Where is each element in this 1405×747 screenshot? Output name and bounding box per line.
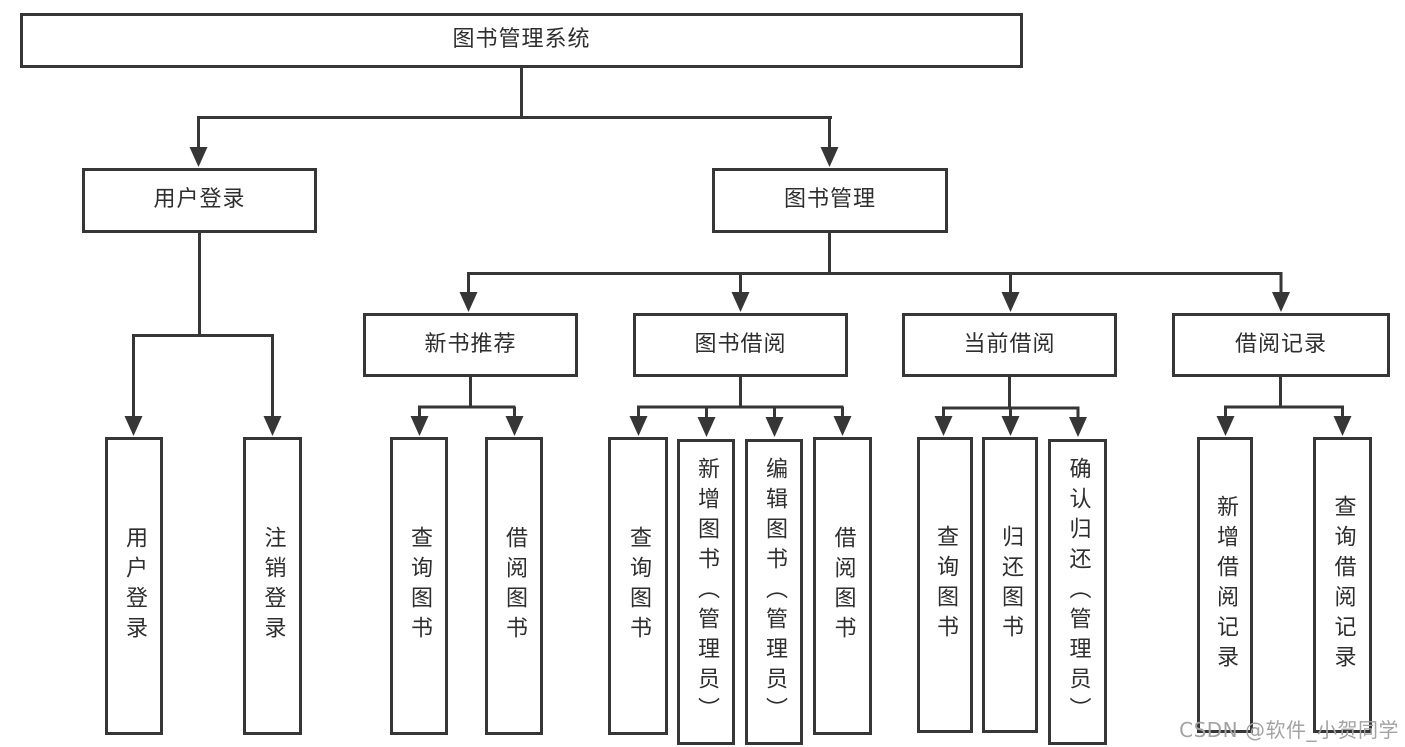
connector-borrow-records-children [1216, 377, 1352, 436]
node-book-borrow: 图书借阅 [633, 313, 848, 377]
connector-book-borrow-children [629, 377, 852, 437]
leaf-borrow-books-1-label: 借阅图书 [502, 526, 527, 646]
leaf-user-login-label: 用户登录 [122, 526, 147, 646]
node-root-label: 图书管理系统 [452, 27, 591, 53]
node-user-login-label: 用户登录 [153, 187, 246, 213]
leaf-logout: 注销登录 [243, 437, 302, 735]
node-borrow-records-label: 借阅记录 [1234, 331, 1327, 357]
node-current-borrow-label: 当前借阅 [963, 331, 1056, 357]
node-book-management: 图书管理 [712, 168, 948, 233]
leaf-query-borrow-record: 查询借阅记录 [1313, 437, 1372, 733]
connector-current-borrow-children [934, 377, 1087, 437]
leaf-add-borrow-record: 新增借阅记录 [1197, 437, 1253, 733]
leaf-return-books-label: 归还图书 [998, 525, 1023, 645]
leaf-edit-book-admin: 编辑图书（管理员） [745, 439, 803, 745]
leaf-query-borrow-record-label: 查询借阅记录 [1330, 495, 1356, 675]
connector-user-login-children [124, 233, 282, 436]
leaf-confirm-return-admin: 确认归还（管理员） [1048, 439, 1107, 745]
leaf-edit-book-admin-label: 编辑图书（管理员） [762, 457, 787, 727]
leaf-add-book-admin-label: 新增图书（管理员） [694, 457, 719, 727]
leaf-query-books-2-label: 查询图书 [626, 526, 651, 646]
connector-book-management-children [459, 233, 1290, 312]
leaf-add-borrow-record-label: 新增借阅记录 [1213, 495, 1238, 675]
node-current-borrow: 当前借阅 [902, 313, 1117, 377]
leaf-query-books-1-label: 查询图书 [407, 526, 432, 646]
leaf-query-books-3: 查询图书 [917, 437, 973, 733]
leaf-query-books-3-label: 查询图书 [933, 525, 958, 645]
node-new-book-recommend: 新书推荐 [363, 313, 578, 377]
connector-new-book-children [410, 377, 524, 436]
leaf-borrow-books-2-label: 借阅图书 [830, 526, 856, 646]
node-book-management-label: 图书管理 [783, 187, 876, 213]
leaf-add-book-admin: 新增图书（管理员） [677, 439, 735, 745]
leaf-query-books-2: 查询图书 [608, 437, 668, 735]
node-new-book-recommend-label: 新书推荐 [424, 331, 517, 357]
node-root: 图书管理系统 [20, 13, 1023, 68]
watermark: CSDN @软件_小贺同学 [1179, 718, 1399, 742]
node-user-login: 用户登录 [82, 168, 317, 233]
leaf-user-login: 用户登录 [105, 437, 163, 735]
node-book-borrow-label: 图书借阅 [694, 331, 787, 357]
connector-root-to-level2 [189, 68, 839, 167]
node-borrow-records: 借阅记录 [1172, 313, 1390, 377]
leaf-query-books-1: 查询图书 [390, 437, 448, 735]
leaf-logout-label: 注销登录 [260, 526, 286, 646]
leaf-confirm-return-admin-label: 确认归还（管理员） [1065, 457, 1091, 727]
leaf-borrow-books-2: 借阅图书 [813, 437, 872, 735]
leaf-borrow-books-1: 借阅图书 [485, 437, 543, 735]
leaf-return-books: 归还图书 [982, 437, 1038, 733]
